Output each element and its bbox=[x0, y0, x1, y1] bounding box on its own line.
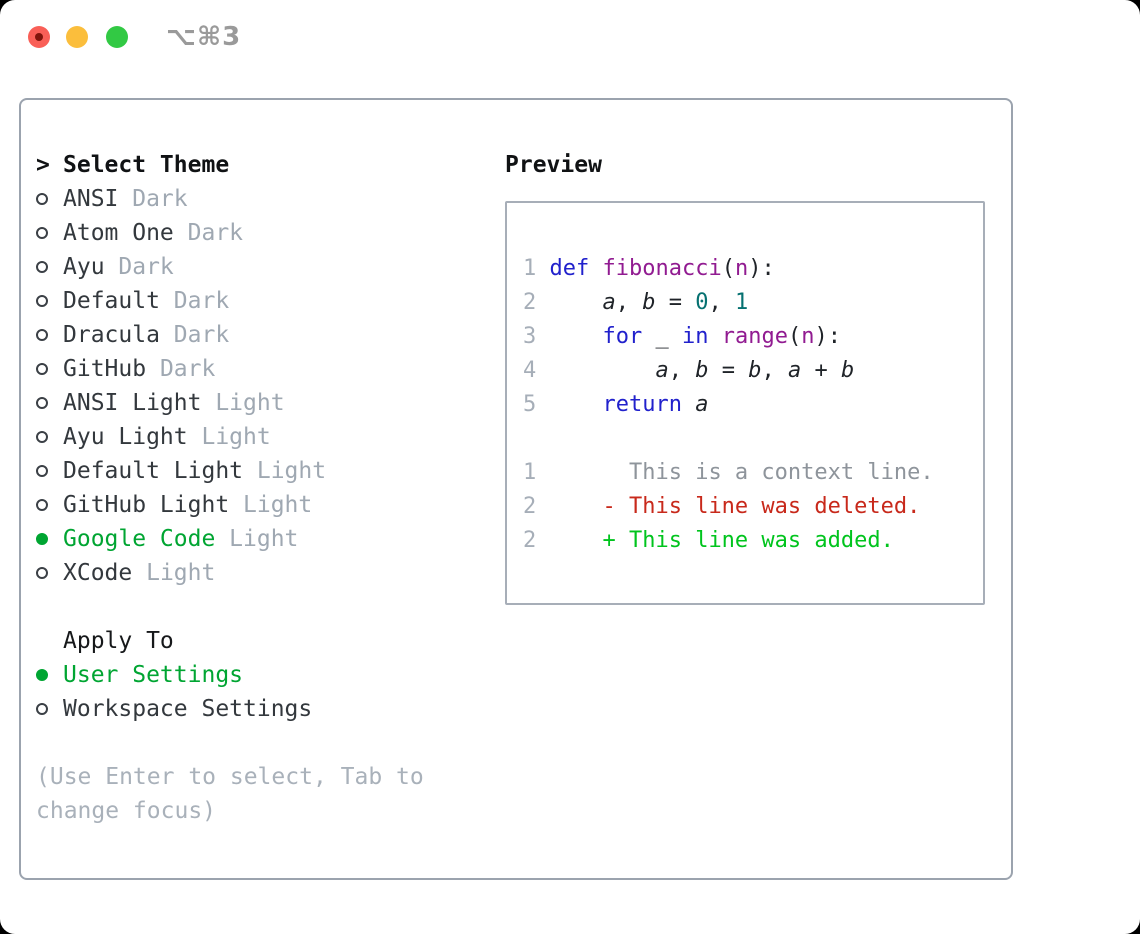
apply-option-workspace-settings[interactable]: Workspace Settings bbox=[36, 692, 476, 726]
radio-unselected-icon bbox=[36, 431, 63, 443]
radio-unselected-icon bbox=[36, 261, 63, 273]
code-line: 5 return a bbox=[523, 392, 709, 417]
option-label: Default Light bbox=[63, 458, 244, 484]
select-theme-header: > Select Theme bbox=[36, 148, 476, 182]
option-label: Workspace Settings bbox=[63, 696, 313, 722]
theme-option-xcode[interactable]: XCode Light bbox=[36, 556, 476, 590]
option-label: Dracula bbox=[63, 322, 160, 348]
radio-unselected-icon bbox=[36, 193, 63, 205]
option-variant-tag: Dark bbox=[173, 288, 230, 314]
radio-unselected-icon bbox=[36, 295, 63, 307]
radio-unselected-icon bbox=[36, 363, 63, 375]
line-number: 2 bbox=[523, 494, 537, 519]
code-line: 2 a, b = 0, 1 bbox=[523, 290, 749, 315]
option-label: Default bbox=[63, 288, 160, 314]
radio-selected-icon bbox=[36, 533, 63, 545]
option-label: GitHub Light bbox=[63, 492, 230, 518]
select-theme-title: Select Theme bbox=[63, 152, 230, 178]
preview-title: Preview bbox=[505, 152, 602, 178]
radio-selected-icon bbox=[36, 669, 63, 681]
theme-option-github-light[interactable]: GitHub Light Light bbox=[36, 488, 476, 522]
radio-unselected-icon bbox=[36, 703, 63, 715]
apply-to-header-row: Apply To bbox=[36, 624, 476, 658]
code-line: 1 def fibonacci(n): bbox=[523, 256, 775, 281]
line-number: 2 bbox=[523, 290, 537, 315]
option-label: GitHub bbox=[63, 356, 147, 382]
theme-option-atom-one[interactable]: Atom One Dark bbox=[36, 216, 476, 250]
option-label: Ayu Light bbox=[63, 424, 188, 450]
spacer bbox=[36, 590, 476, 624]
theme-option-default[interactable]: Default Dark bbox=[36, 284, 476, 318]
theme-option-default-light[interactable]: Default Light Light bbox=[36, 454, 476, 488]
preview-panel: Preview 1 def fibonacci(n): 2 a, b = 0, 1… bbox=[505, 148, 997, 605]
apply-option-user-settings[interactable]: User Settings bbox=[36, 658, 476, 692]
theme-option-ansi-light[interactable]: ANSI Light Light bbox=[36, 386, 476, 420]
option-label: User Settings bbox=[63, 662, 244, 688]
close-button[interactable] bbox=[28, 26, 50, 48]
minimize-button[interactable] bbox=[66, 26, 88, 48]
theme-option-github[interactable]: GitHub Dark bbox=[36, 352, 476, 386]
radio-unselected-icon bbox=[36, 227, 63, 239]
option-variant-tag: Light bbox=[256, 458, 327, 484]
line-number: 2 bbox=[523, 528, 537, 553]
option-variant-tag: Dark bbox=[187, 220, 244, 246]
option-variant-tag: Light bbox=[229, 526, 299, 552]
keyboard-hint: (Use Enter to select, Tab to change focu… bbox=[36, 764, 424, 824]
line-number: 1 bbox=[523, 256, 537, 281]
option-variant-tag: Dark bbox=[132, 186, 188, 212]
option-variant-tag: Light bbox=[201, 424, 271, 450]
radio-unselected-icon bbox=[36, 567, 63, 579]
theme-option-ayu-light[interactable]: Ayu Light Light bbox=[36, 420, 476, 454]
spacer bbox=[523, 422, 983, 456]
line-number: 3 bbox=[523, 324, 537, 349]
theme-option-ansi[interactable]: ANSI Dark bbox=[36, 182, 476, 216]
theme-option-dracula[interactable]: Dracula Dark bbox=[36, 318, 476, 352]
diff-line-added: 2 + This line was added. bbox=[523, 528, 894, 553]
option-variant-tag: Dark bbox=[118, 254, 174, 280]
spacer bbox=[36, 726, 476, 760]
code-line: 3 for _ in range(n): bbox=[523, 324, 841, 349]
option-label: Google Code bbox=[63, 526, 216, 552]
diff-line-context: 1 This is a context line. bbox=[523, 460, 934, 485]
line-number: 4 bbox=[523, 358, 537, 383]
option-variant-tag: Dark bbox=[173, 322, 230, 348]
window-shortcut-label: ⌥⌘3 bbox=[166, 22, 242, 52]
theme-option-ayu[interactable]: Ayu Dark bbox=[36, 250, 476, 284]
option-label: ANSI bbox=[63, 186, 119, 212]
preview-box: 1 def fibonacci(n): 2 a, b = 0, 1 3 for _ … bbox=[505, 201, 985, 605]
code-sample: 1 def fibonacci(n): 2 a, b = 0, 1 3 for _ … bbox=[523, 252, 983, 422]
window-titlebar: ⌥⌘3 bbox=[0, 0, 1140, 74]
radio-unselected-icon bbox=[36, 499, 63, 511]
radio-unselected-icon bbox=[36, 329, 63, 341]
option-label: Atom One bbox=[63, 220, 174, 246]
option-variant-tag: Light bbox=[215, 390, 285, 416]
diff-sample: 1 This is a context line. 2 - This line w… bbox=[523, 456, 983, 558]
option-label: XCode bbox=[63, 560, 133, 586]
code-line: 4 a, b = b, a + b bbox=[523, 358, 855, 383]
option-variant-tag: Light bbox=[146, 560, 216, 586]
radio-unselected-icon bbox=[36, 397, 63, 409]
apply-to-title: Apply To bbox=[63, 628, 174, 654]
option-label: ANSI Light bbox=[63, 390, 202, 416]
diff-line-deleted: 2 - This line was deleted. bbox=[523, 494, 921, 519]
line-number: 5 bbox=[523, 392, 537, 417]
option-label: Ayu bbox=[63, 254, 105, 280]
option-variant-tag: Light bbox=[243, 492, 313, 518]
zoom-button[interactable] bbox=[106, 26, 128, 48]
theme-option-google-code[interactable]: Google Code Light bbox=[36, 522, 476, 556]
cursor-icon: > bbox=[36, 152, 50, 178]
line-number: 1 bbox=[523, 460, 537, 485]
option-variant-tag: Dark bbox=[159, 356, 216, 382]
radio-unselected-icon bbox=[36, 465, 63, 477]
close-button-dot-icon bbox=[35, 33, 43, 41]
